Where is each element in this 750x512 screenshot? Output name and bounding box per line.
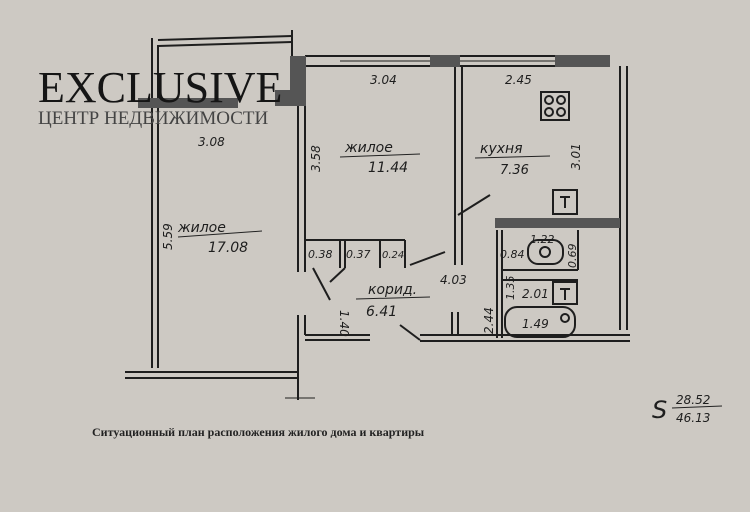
watermark-brand: EXCLUSIVE — [38, 63, 282, 112]
wc-width: 1.22 — [530, 233, 555, 246]
structural-walls — [138, 55, 620, 228]
corridor-area: 6.41 — [366, 304, 397, 320]
area-symbol: S — [652, 396, 667, 424]
living-small-label: жилое — [344, 140, 393, 156]
watermark-subtitle: ЦЕНТР НЕДВИЖИМОСТИ — [38, 108, 269, 129]
living-large-width: 3.08 — [198, 135, 225, 149]
walls — [125, 30, 630, 400]
corridor-label: корид. — [368, 282, 417, 298]
kitchen-length: 3.01 — [569, 143, 583, 170]
bathroom-width: 1.35 — [504, 276, 517, 301]
living-area-total: 28.52 — [676, 393, 710, 407]
corridor-length: 4.03 — [440, 273, 467, 287]
corridor-width: 1.40 — [337, 310, 351, 337]
living-small-area: 11.44 — [368, 160, 408, 176]
plan-caption: Ситуационный план расположения жилого до… — [92, 425, 425, 439]
closet-2-area: 0.37 — [346, 248, 371, 261]
corridor-side: 2.44 — [482, 307, 496, 334]
closet-1-area: 0.38 — [308, 248, 333, 261]
wc-area: 0.84 — [500, 248, 525, 261]
closet-3-area: 0.24 — [382, 250, 404, 261]
kitchen-width: 2.45 — [505, 73, 532, 87]
bathroom-area: 2.01 — [522, 287, 549, 301]
bathtub-size: 1.49 — [522, 317, 549, 331]
kitchen-area: 7.36 — [500, 163, 529, 178]
wc-length: 0.69 — [566, 244, 579, 269]
total-area: 46.13 — [676, 411, 710, 425]
living-large-area: 17.08 — [208, 240, 248, 256]
living-large-length: 5.59 — [161, 223, 175, 250]
kitchen-label: кухня — [480, 141, 523, 157]
living-large-label: жилое — [177, 220, 226, 236]
living-small-width: 3.04 — [370, 73, 397, 87]
living-small-length: 3.58 — [309, 145, 323, 172]
